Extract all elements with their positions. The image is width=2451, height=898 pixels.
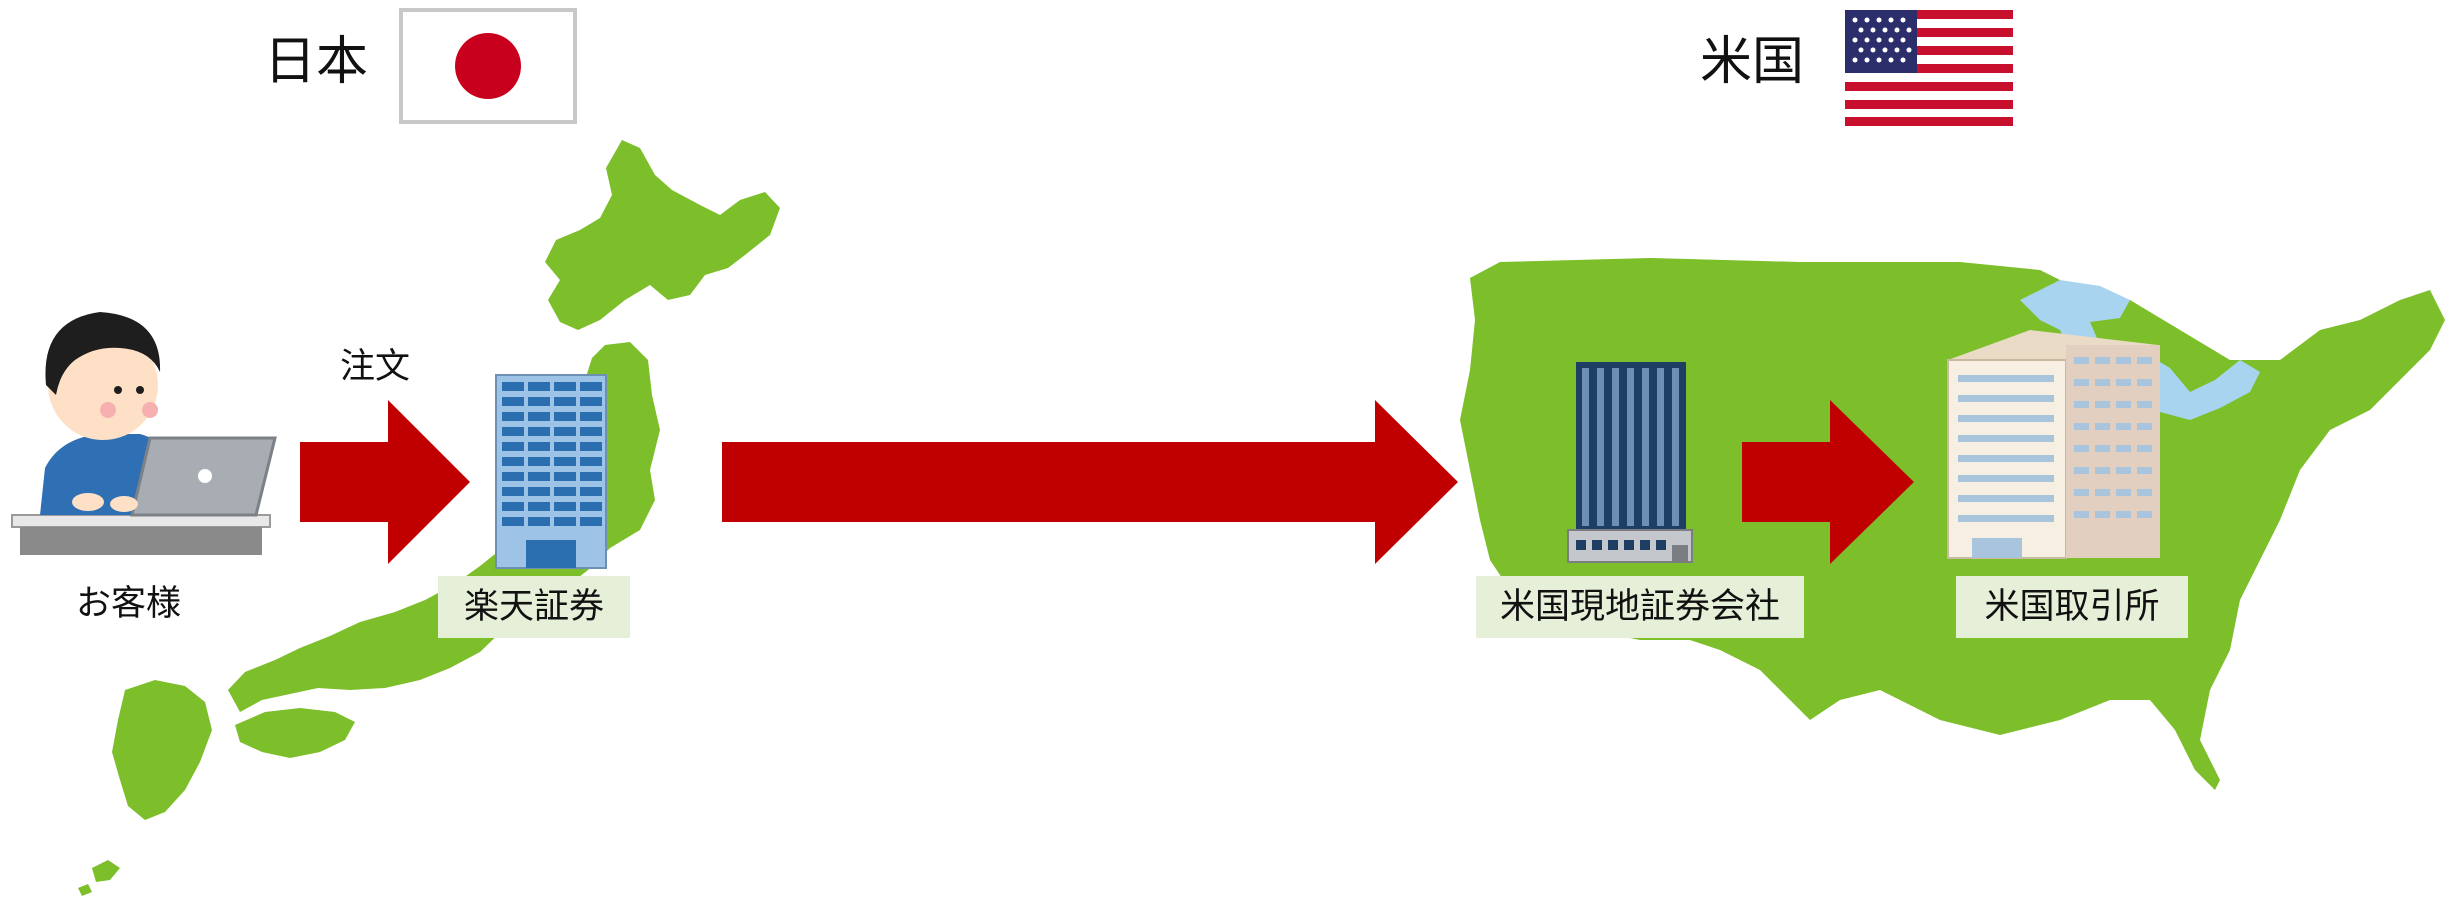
arrow-to-us	[722, 400, 1458, 564]
us-flag	[1845, 10, 2013, 126]
customer-label: お客様	[76, 587, 181, 622]
rakuten-building	[496, 375, 606, 568]
japan-title: 日本	[264, 36, 368, 88]
us-exchange-label: 米国取引所	[1956, 576, 2188, 638]
order-label: 注文	[340, 350, 410, 385]
japan-flag	[401, 10, 575, 122]
us-broker-label: 米国現地証券会社	[1476, 576, 1804, 638]
us-broker-building	[1568, 362, 1692, 562]
arrow-order	[300, 400, 470, 564]
us-exchange-building	[1948, 330, 2160, 558]
rakuten-label: 楽天証券	[438, 576, 630, 638]
usa-title: 米国	[1700, 36, 1804, 88]
customer-illustration	[12, 312, 275, 555]
